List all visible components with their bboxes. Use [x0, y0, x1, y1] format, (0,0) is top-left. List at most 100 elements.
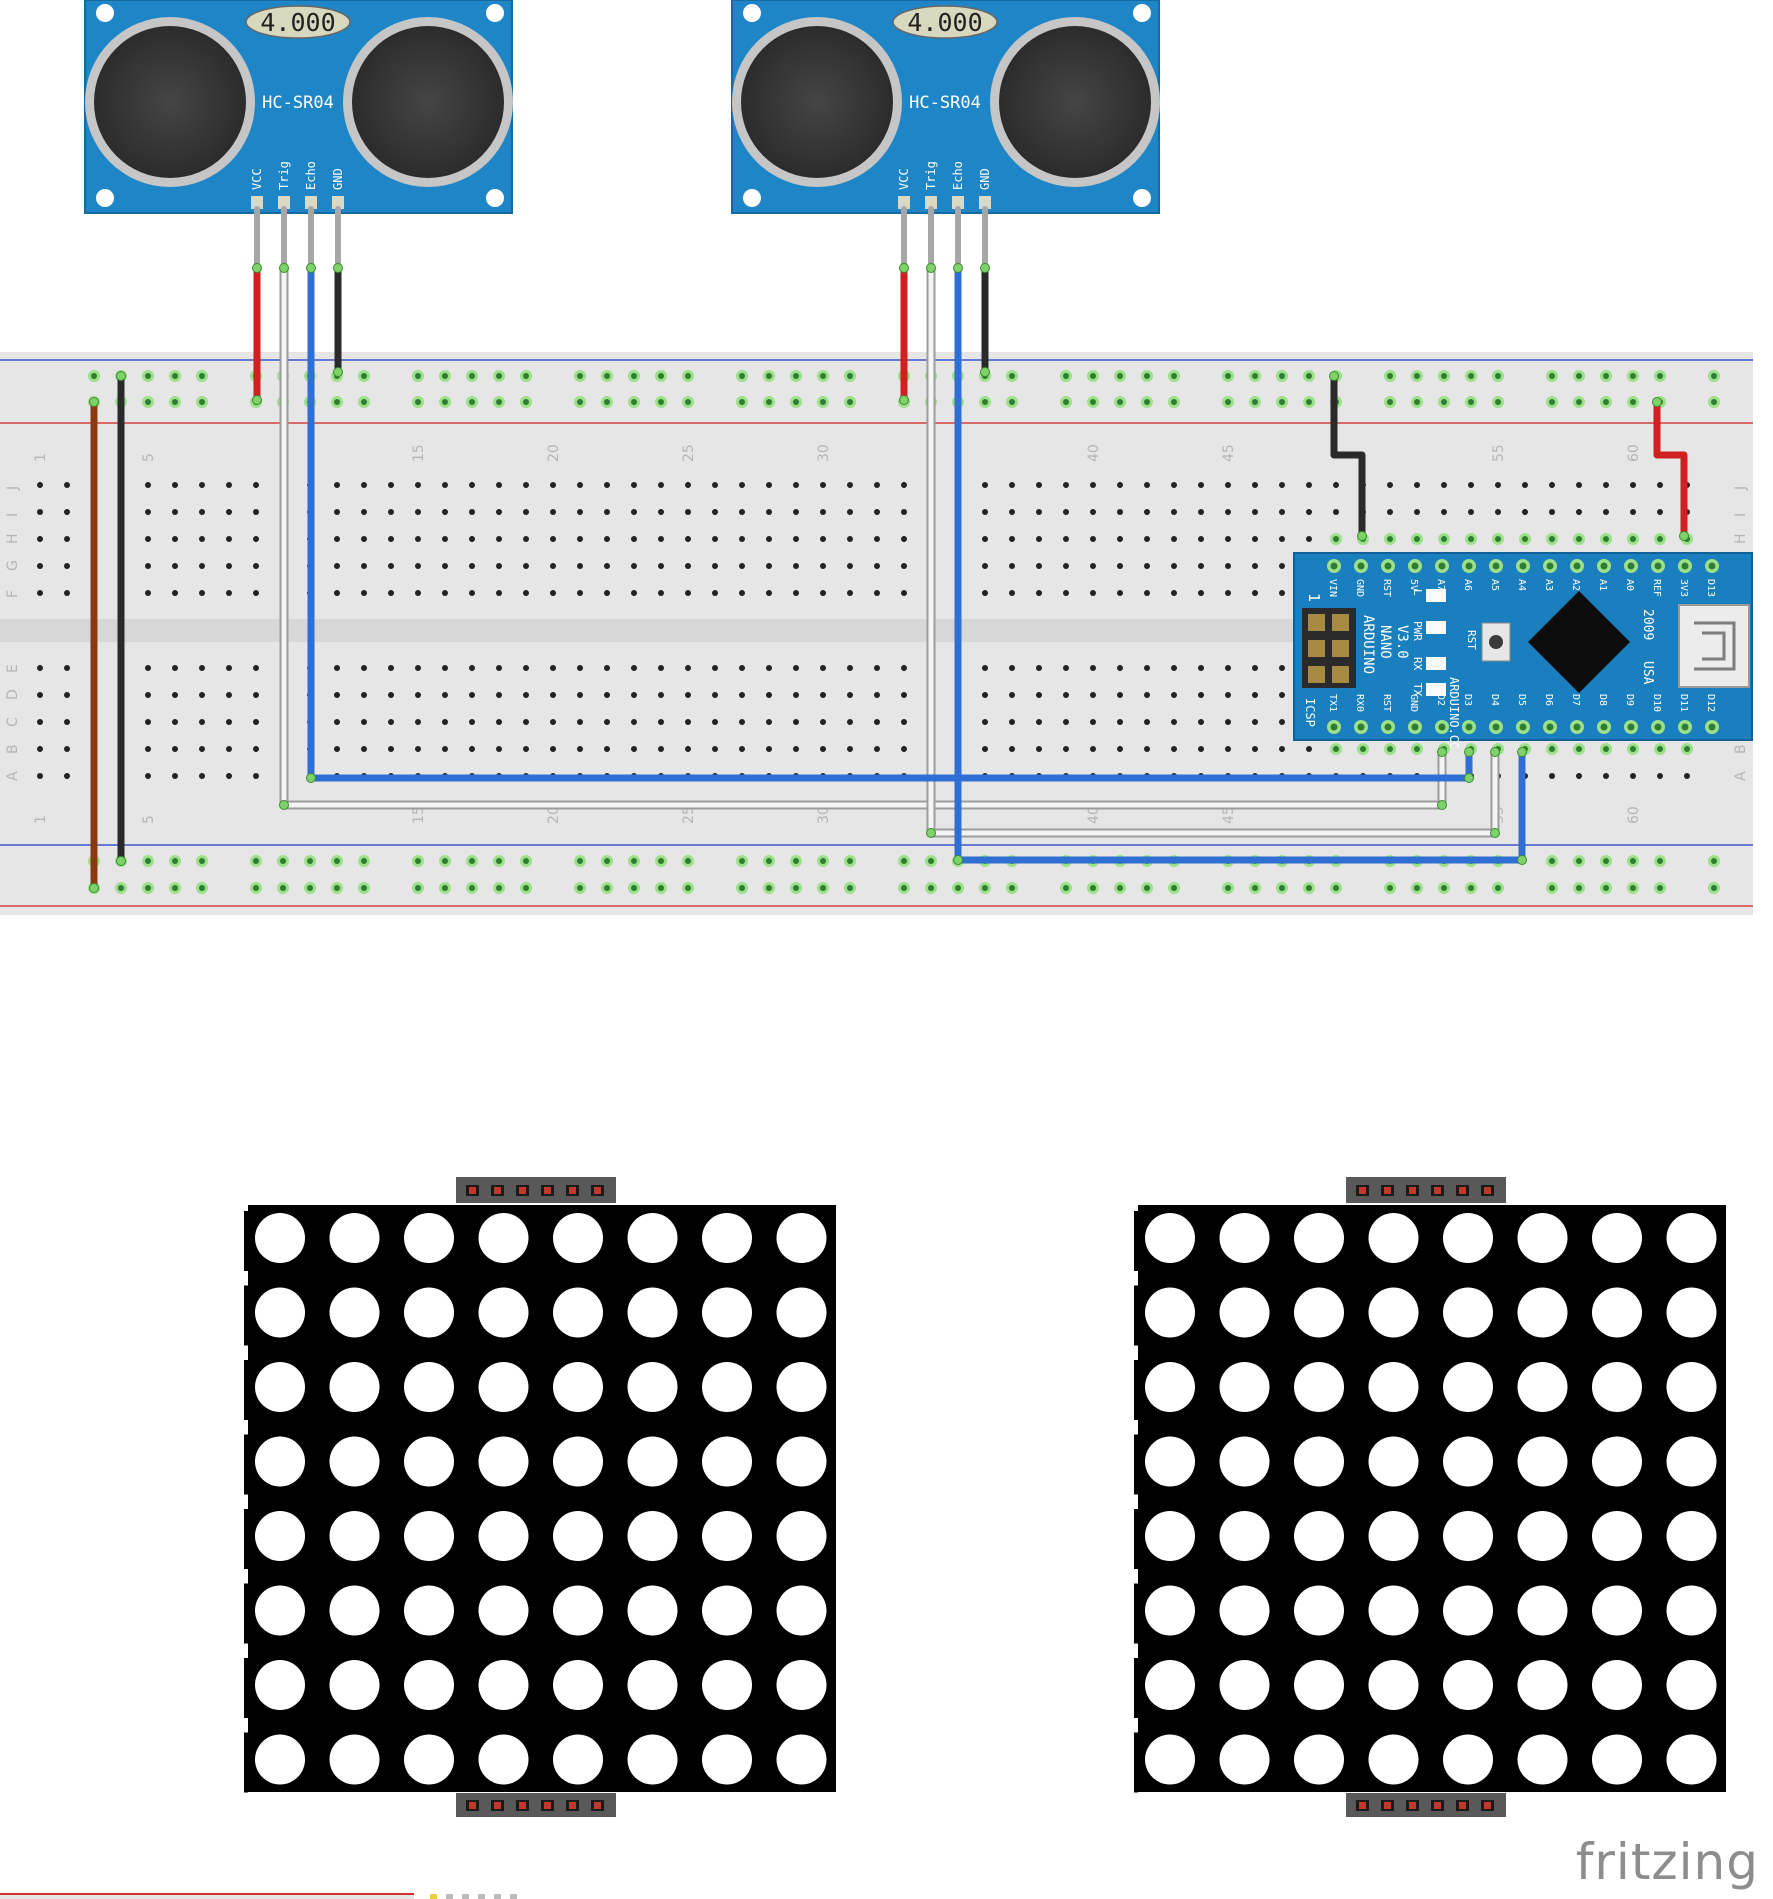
breadboard-hole — [847, 665, 853, 671]
matrix-led — [255, 1511, 305, 1561]
breadboard-hole — [496, 746, 502, 752]
matrix-pin — [494, 1802, 501, 1809]
matrix-led — [1145, 1287, 1195, 1338]
rail-hole-center — [1171, 885, 1177, 891]
breadboard-hole — [496, 590, 502, 596]
breadboard-hole — [1009, 590, 1015, 596]
arduino-pin-label-bottom: D11 — [1678, 694, 1689, 712]
rail-hole-center — [1441, 399, 1447, 405]
breadboard-hole — [982, 746, 988, 752]
breadboard-hole — [1171, 692, 1177, 698]
country-label: USA — [1640, 661, 1655, 685]
rail-hole-center — [1306, 885, 1312, 891]
arduino-pin-top-center — [1681, 562, 1689, 570]
wire-arduino-gnd[interactable] — [1330, 372, 1366, 540]
usb-connector[interactable] — [1678, 604, 1750, 688]
matrix-led — [1592, 1287, 1642, 1338]
breadboard-hole — [1279, 563, 1285, 569]
sensor-pin-gnd[interactable] — [332, 196, 344, 209]
matrix-pin-header-bottom[interactable] — [456, 1793, 616, 1817]
breadboard-hole — [847, 536, 853, 542]
sensor-pin-echo[interactable] — [952, 196, 964, 209]
breadboard-hole — [1657, 482, 1663, 488]
wire-end-icon — [279, 263, 289, 273]
sensor-pin-vcc[interactable] — [898, 196, 910, 209]
rail-hole-center — [1225, 885, 1231, 891]
wire-end-icon — [1357, 531, 1367, 541]
breadboard-hole — [631, 482, 637, 488]
breadboard-hole — [226, 692, 232, 698]
sensor-pin-vcc[interactable] — [251, 196, 263, 209]
rail-hole-center — [820, 858, 826, 864]
breadboard-hole — [1063, 509, 1069, 515]
usb-port-icon — [1694, 621, 1736, 671]
rail-hole-center — [1225, 373, 1231, 379]
pin-label-gnd: GND — [978, 168, 992, 190]
breadboard-hole — [1279, 719, 1285, 725]
matrix-led — [478, 1436, 529, 1487]
matrix-led — [404, 1287, 454, 1338]
matrix-led — [1294, 1660, 1344, 1710]
breadboard-hole — [469, 692, 475, 698]
sensor-pin-echo[interactable] — [305, 196, 317, 209]
column-number-label: 45 — [1221, 806, 1237, 824]
matrix-led — [702, 1660, 752, 1710]
breadboard-hole — [415, 563, 421, 569]
breadboard-hole — [604, 746, 610, 752]
matrix-pin — [1459, 1802, 1466, 1809]
wire-trig-right[interactable] — [928, 265, 1498, 836]
breadboard-hole — [361, 482, 367, 488]
breadboard-hole — [658, 665, 664, 671]
wire-end-icon — [252, 263, 262, 273]
breadboard-hole — [199, 509, 205, 515]
wire-end-icon — [1517, 855, 1527, 865]
matrix-led — [478, 1511, 529, 1561]
matrix-led — [776, 1287, 827, 1338]
led-label-l: L — [1411, 589, 1424, 596]
sensor-pin-trig[interactable] — [925, 196, 937, 209]
wire-arduino-5v[interactable] — [1653, 398, 1688, 540]
breadboard-hole — [793, 746, 799, 752]
breadboard-hole — [820, 590, 826, 596]
wire-end-icon — [252, 395, 262, 405]
matrix-edge — [1134, 1658, 1138, 1718]
wire-echo-left[interactable] — [307, 264, 1473, 782]
crystal-oscillator — [892, 5, 998, 39]
matrix-led — [702, 1362, 752, 1412]
breadboard-hole — [766, 509, 772, 515]
sensor-leads — [254, 206, 988, 271]
breadboard-hole — [64, 692, 70, 698]
matrix-pin-header-bottom[interactable] — [1346, 1793, 1506, 1817]
column-number-label: 5 — [141, 453, 157, 462]
matrix-pin-header-top[interactable] — [1346, 1177, 1506, 1203]
matrix-led — [1666, 1287, 1717, 1338]
sensor-pin-gnd[interactable] — [979, 196, 991, 209]
board-model: NANO — [1377, 625, 1393, 659]
breadboard-hole — [1549, 773, 1555, 779]
breadboard-hole — [1090, 509, 1096, 515]
breadboard-hole — [226, 590, 232, 596]
matrix-led — [1517, 1511, 1568, 1561]
breadboard-hole — [172, 590, 178, 596]
matrix-led — [776, 1213, 827, 1263]
rail-hole-center — [1657, 373, 1663, 379]
partial-component-pin — [494, 1894, 501, 1899]
breadboard-hole — [1225, 692, 1231, 698]
arduino-pin-label-top: GND — [1354, 579, 1365, 597]
rail-hole-center — [523, 858, 529, 864]
sensor-pin-trig[interactable] — [278, 196, 290, 209]
wire-echo-right[interactable] — [954, 264, 1526, 864]
matrix-pin — [1484, 1187, 1491, 1194]
matrix-edge — [244, 1360, 248, 1420]
breadboard-hole — [685, 590, 691, 596]
matrix-pin-header-top[interactable] — [456, 1177, 616, 1203]
breadboard-hole-center — [1468, 536, 1474, 542]
breadboard-hole — [1117, 563, 1123, 569]
breadboard-hole — [901, 536, 907, 542]
matrix-led — [627, 1287, 678, 1338]
rail-hole-center — [496, 858, 502, 864]
column-number-label: 1 — [33, 815, 49, 824]
reset-button-cap[interactable] — [1489, 635, 1503, 649]
rail-hole-center — [1117, 373, 1123, 379]
column-number-label: 60 — [1626, 806, 1642, 824]
